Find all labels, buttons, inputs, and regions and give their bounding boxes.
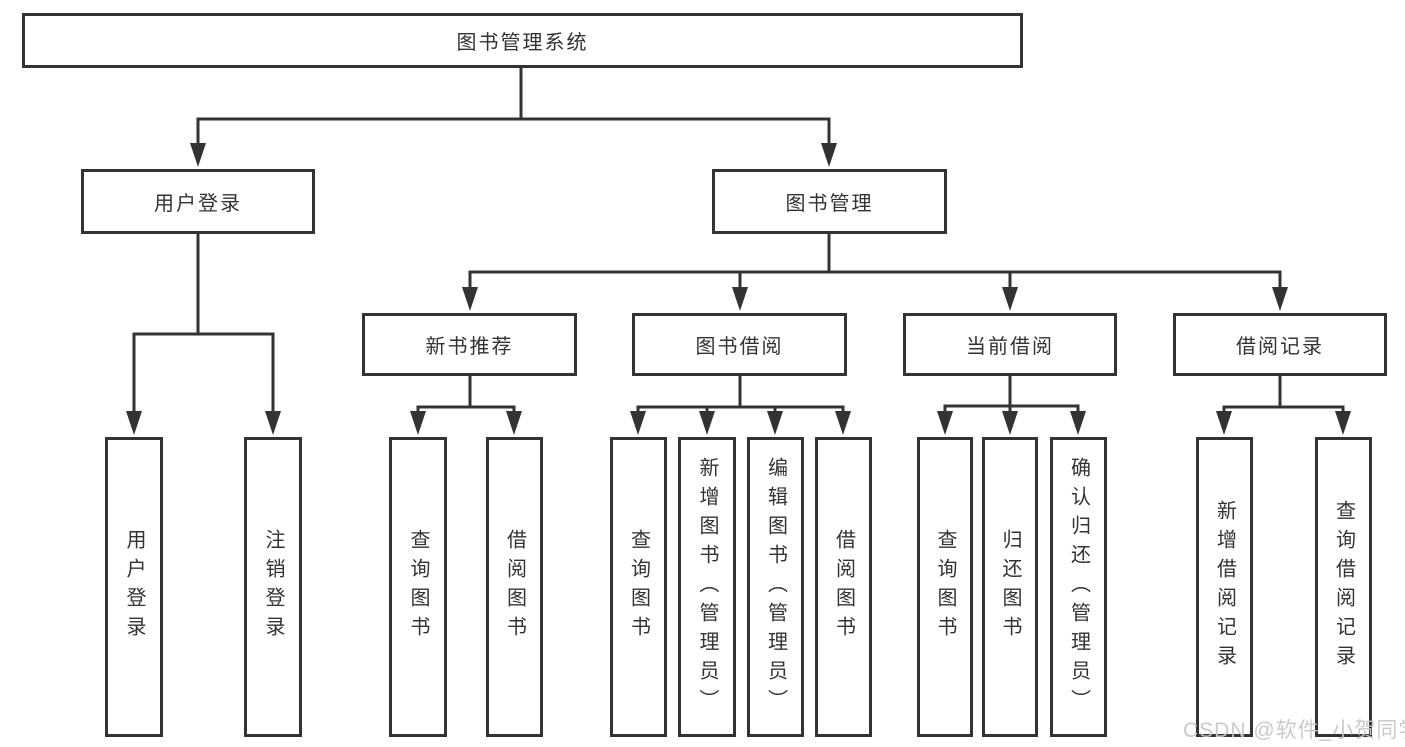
node-user-login: 用户登录 [81, 169, 315, 234]
node-root-system: 图书管理系统 [22, 13, 1023, 68]
leaf-edit-books-admin: 编辑图书（管理员） [747, 437, 804, 737]
leaf-query-borrow-record: 查询借阅记录 [1315, 437, 1372, 737]
csdn-watermark: CSDN @软件_小贺同学 [1183, 719, 1405, 742]
leaf-add-borrow-record: 新增借阅记录 [1196, 437, 1253, 737]
node-new-book-recommend: 新书推荐 [362, 313, 577, 376]
leaf-query-books-current: 查询图书 [917, 437, 973, 737]
node-borrow-records: 借阅记录 [1173, 313, 1387, 376]
leaf-query-books-recommend: 查询图书 [389, 437, 447, 737]
node-current-borrow: 当前借阅 [903, 313, 1117, 376]
leaf-user-login: 用户登录 [105, 437, 163, 737]
leaf-add-books-admin: 新增图书（管理员） [678, 437, 736, 737]
leaf-query-books-borrow: 查询图书 [610, 437, 667, 737]
leaf-borrow-books-recommend: 借阅图书 [486, 437, 543, 737]
leaf-confirm-return-admin: 确认归还（管理员） [1050, 437, 1107, 737]
node-book-management: 图书管理 [712, 169, 947, 234]
leaf-logout: 注销登录 [244, 437, 302, 737]
node-book-borrow: 图书借阅 [632, 313, 847, 376]
leaf-return-books: 归还图书 [982, 437, 1038, 737]
leaf-borrow-books: 借阅图书 [815, 437, 872, 737]
